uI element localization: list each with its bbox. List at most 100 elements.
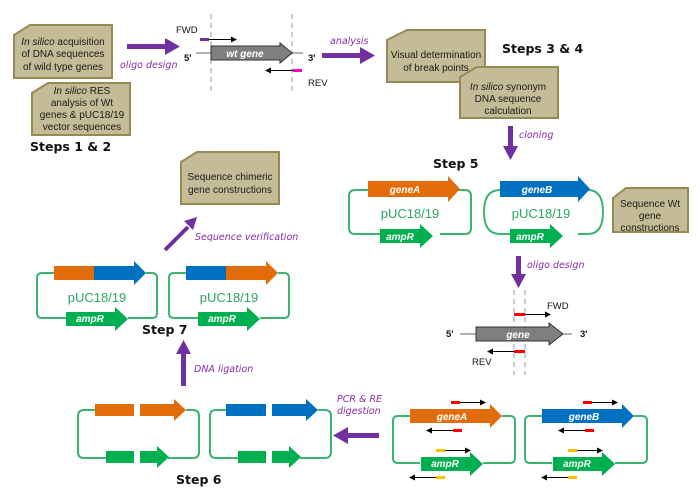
geneA-arrow xyxy=(410,404,502,428)
svg-text:Sequence chimeric: Sequence chimeric xyxy=(187,172,272,183)
plasmid-chimeric-AB: pUC18/19 ampR xyxy=(36,261,158,331)
plasmid-geneA-step5: geneA pUC18/19 ampR xyxy=(348,176,472,248)
action-cloning: cloning xyxy=(519,130,553,141)
svg-text:of wild type genes: of wild type genes xyxy=(23,62,103,73)
svg-text:ampR: ampR xyxy=(431,459,460,470)
geneA-fragment-2 xyxy=(140,399,186,421)
geneB-arrow xyxy=(542,404,634,428)
svg-text:FWD: FWD xyxy=(547,301,569,312)
ampR-fragment-2 xyxy=(272,446,301,468)
plasmid-digested-geneB xyxy=(209,399,332,468)
step-label-5: Step 5 xyxy=(433,156,478,171)
step-label-1-2: Steps 1 & 2 xyxy=(30,139,111,154)
flow-arrow-oligo-design-1 xyxy=(127,38,180,55)
svg-text:geneB: geneB xyxy=(568,412,600,423)
svg-text:pUC18/19: pUC18/19 xyxy=(68,290,127,305)
flow-arrow-seq-verification xyxy=(163,217,197,252)
box-seq-chimeric: Sequence chimeric gene constructions xyxy=(180,151,280,205)
svg-text:of DNA sequences: of DNA sequences xyxy=(22,49,105,60)
svg-text:Visual determination: Visual determination xyxy=(391,50,481,61)
svg-text:pUC18/19: pUC18/19 xyxy=(200,290,259,305)
primer-diagram-break-point: gene 5' 3' FWD REV xyxy=(446,290,588,375)
box-seq-wt: Sequence Wt gene constructions xyxy=(612,187,689,234)
svg-text:geneA: geneA xyxy=(389,185,421,196)
svg-text:pUC18/19: pUC18/19 xyxy=(381,206,440,221)
geneB-segment xyxy=(186,266,226,280)
ampR-arrow xyxy=(380,224,433,248)
geneA-fragment-1 xyxy=(95,404,134,416)
geneA-arrow xyxy=(368,176,460,202)
svg-text:Sequence Wt: Sequence Wt xyxy=(620,199,680,210)
action-pcr-re-line2: digestion xyxy=(337,406,381,417)
svg-text:REV: REV xyxy=(308,78,328,89)
svg-text:In silico synonym: In silico synonym xyxy=(470,82,546,93)
step-label-3-4: Steps 3 & 4 xyxy=(502,41,583,56)
wt-gene-arrow xyxy=(210,41,293,65)
svg-text:DNA sequence: DNA sequence xyxy=(475,94,542,105)
svg-text:genes & pUC18/19: genes & pUC18/19 xyxy=(40,110,125,121)
geneB-arrow xyxy=(500,176,590,202)
action-dna-ligation: DNA ligation xyxy=(194,364,253,375)
fwd-primer xyxy=(514,313,525,316)
svg-text:In silico RES: In silico RES xyxy=(54,86,111,97)
plasmid-geneA-pcr: geneA ampR xyxy=(392,399,516,481)
gene-arrow xyxy=(475,321,564,347)
plasmid-chimeric-BA: pUC18/19 ampR xyxy=(168,261,290,331)
svg-text:gene constructions: gene constructions xyxy=(188,185,272,196)
ampR-fragment-1 xyxy=(238,451,266,463)
ampR-fragment-1 xyxy=(106,451,134,463)
svg-text:analysis of Wt: analysis of Wt xyxy=(51,98,113,109)
flow-arrow-analysis xyxy=(322,47,375,64)
fwd-primer xyxy=(200,38,209,41)
primer-diagram-wt-gene: wt gene 5' 3' FWD REV xyxy=(176,14,328,94)
svg-text:calculation: calculation xyxy=(484,106,531,117)
svg-text:gene: gene xyxy=(505,330,530,341)
flow-arrow-cloning xyxy=(503,126,518,160)
geneA-segment xyxy=(54,266,94,280)
svg-text:ampR: ampR xyxy=(208,314,237,325)
svg-text:constructions: constructions xyxy=(621,223,680,234)
action-pcr-re-line1: PCR & RE xyxy=(337,394,382,405)
ampR-fragment-2 xyxy=(140,446,169,468)
box-acquisition: In silico acquisition of DNA sequences o… xyxy=(13,24,113,79)
svg-text:ampR: ampR xyxy=(76,314,105,325)
ampR-arrow xyxy=(421,452,483,476)
geneA-segment xyxy=(226,261,278,285)
step-label-6: Step 6 xyxy=(176,472,222,487)
svg-text:wt gene: wt gene xyxy=(226,49,264,60)
svg-text:ampR: ampR xyxy=(563,459,592,470)
rev-primer xyxy=(514,350,525,353)
rev-primer xyxy=(293,69,302,72)
action-oligo-design-1: oligo design xyxy=(120,60,177,71)
plasmid-digested-geneA xyxy=(77,399,200,468)
svg-text:ampR: ampR xyxy=(516,232,545,243)
action-analysis: analysis xyxy=(330,36,369,47)
action-seq-verification: Sequence verification xyxy=(195,232,298,243)
svg-text:vector sequences: vector sequences xyxy=(43,122,121,133)
box-synonym: In silico synonym DNA sequence calculati… xyxy=(459,66,559,119)
svg-text:geneB: geneB xyxy=(521,185,553,196)
ampR-arrow xyxy=(553,452,615,476)
svg-text:3': 3' xyxy=(580,329,588,340)
svg-text:geneA: geneA xyxy=(436,412,468,423)
svg-text:5': 5' xyxy=(446,329,454,340)
svg-text:In silico acquisition: In silico acquisition xyxy=(21,37,104,48)
svg-text:5': 5' xyxy=(184,53,192,64)
box-break-points: Visual determination of break points xyxy=(386,29,486,83)
geneB-fragment-2 xyxy=(272,399,318,421)
flow-arrow-oligo-design-2 xyxy=(511,256,526,288)
plasmid-geneB-pcr: geneB ampR xyxy=(524,399,648,481)
ampR-arrow xyxy=(198,307,260,331)
svg-text:ampR: ampR xyxy=(386,232,415,243)
svg-text:of break points: of break points xyxy=(403,63,469,74)
step-label-7: Step 7 xyxy=(142,322,187,337)
geneB-segment xyxy=(94,261,146,285)
geneB-fragment-1 xyxy=(226,404,266,416)
svg-text:REV: REV xyxy=(472,357,492,368)
action-oligo-design-2: oligo design xyxy=(527,260,584,271)
flow-arrow-pcr-re xyxy=(333,427,379,444)
plasmid-geneB-step5: geneB pUC18/19 ampR xyxy=(482,176,605,248)
svg-text:gene: gene xyxy=(639,211,662,222)
svg-text:3': 3' xyxy=(308,53,316,64)
